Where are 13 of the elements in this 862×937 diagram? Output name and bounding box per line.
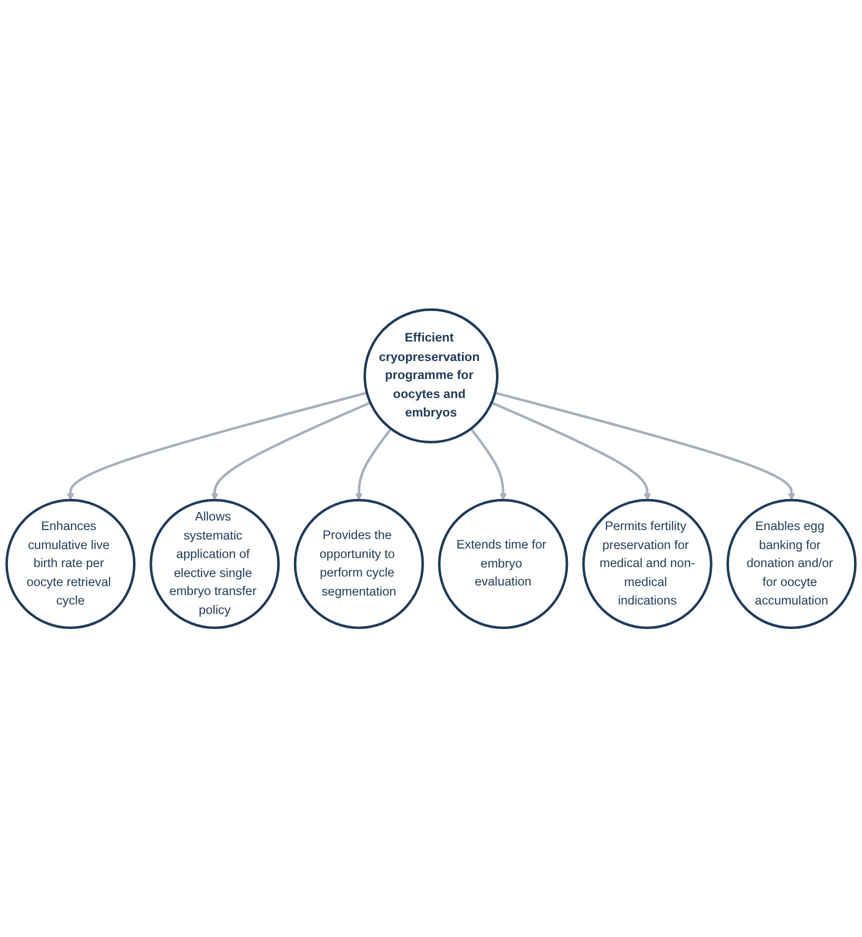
arrow: [491, 401, 651, 500]
node-circle: Allows systematic application of elective single embryo transfer policy: [150, 498, 280, 629]
arrow: [494, 391, 796, 500]
arrow: [211, 401, 371, 500]
node-circle: Enhances cumulative live birth rate per oocyte retrieval cycle: [5, 498, 136, 629]
node-circle: Efficient cryopreservation programme for oocytes and embryos: [364, 308, 498, 444]
node-circle: Extends time for embryo evaluation: [438, 498, 568, 629]
arrow: [66, 391, 368, 500]
node-circle: Enables egg banking for donation and/or for oocyte accumulation: [726, 498, 857, 629]
node-circle: Provides the opportunity to perform cycle segmentation: [294, 498, 424, 629]
node-circle: Permits fertility preservation for medical and non-medical indications: [582, 498, 712, 629]
arrow: [355, 428, 392, 500]
arrow: [470, 428, 507, 500]
